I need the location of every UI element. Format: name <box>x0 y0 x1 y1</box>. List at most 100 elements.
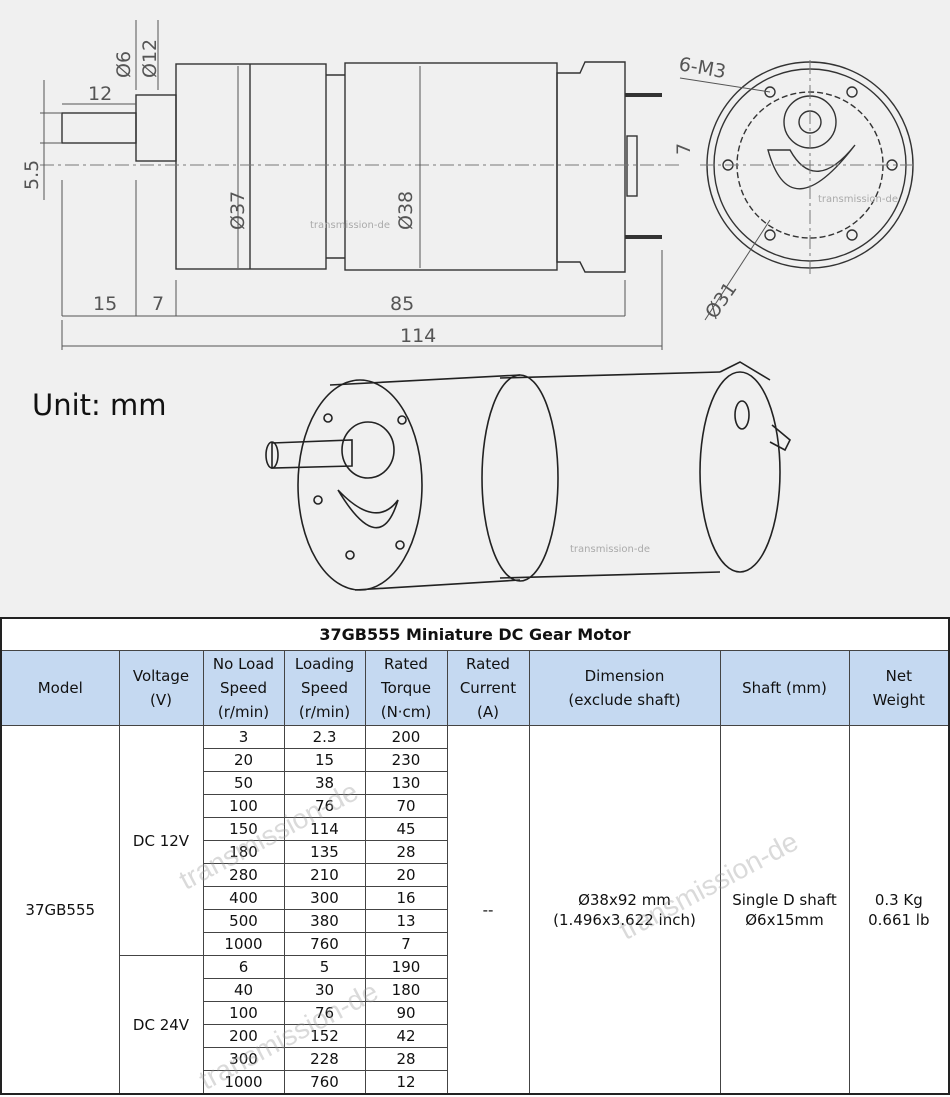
dim-5-5: 5.5 <box>21 160 43 190</box>
header-shaft: Shaft (mm) <box>719 650 850 726</box>
dim-114: 114 <box>400 325 436 347</box>
motor-drawing-svg: 12 15 7 85 114 5.5 Ø6 Ø12 Ø37 Ø38 transm… <box>21 20 915 591</box>
cell-loading-speed: 300 <box>283 886 366 910</box>
cell-loading-speed: 76 <box>283 794 366 818</box>
dim-85: 85 <box>390 293 414 315</box>
cell-no-load-speed: 20 <box>202 748 285 772</box>
cell-loading-speed: 760 <box>283 932 366 956</box>
cell-rated-torque: 130 <box>364 771 448 795</box>
cell-rated-torque: 90 <box>364 1001 448 1025</box>
cell-loading-speed: 210 <box>283 863 366 887</box>
cell-no-load-speed: 150 <box>202 817 285 841</box>
dim-15: 15 <box>93 293 117 315</box>
cell-no-load-speed: 50 <box>202 771 285 795</box>
cell-no-load-speed: 200 <box>202 1024 285 1048</box>
cell-rated-torque: 190 <box>364 955 448 979</box>
dim-12: 12 <box>88 83 112 105</box>
cell-rated-torque: 12 <box>364 1070 448 1095</box>
cell-rated-torque: 7 <box>364 932 448 956</box>
gearbox-outline <box>175 63 327 270</box>
cell-dimension: Ø38x92 mm(1.496x3.622 inch) <box>528 725 721 1095</box>
cell-loading-speed: 135 <box>283 840 366 864</box>
cell-no-load-speed: 180 <box>202 840 285 864</box>
dim-7-offset: 7 <box>673 143 695 155</box>
cell-loading-speed: 760 <box>283 1070 366 1095</box>
cell-rated-torque: 28 <box>364 1047 448 1071</box>
cell-voltage: DC 12V <box>118 725 204 956</box>
table-title: 37GB555 Miniature DC Gear Motor <box>0 617 950 651</box>
cell-no-load-speed: 40 <box>202 978 285 1002</box>
cell-rated-torque: 180 <box>364 978 448 1002</box>
dim-d6: Ø6 <box>113 51 135 78</box>
cell-rated-torque: 230 <box>364 748 448 772</box>
cell-rated-current: -- <box>446 725 530 1095</box>
cell-rated-torque: 200 <box>364 725 448 749</box>
cell-loading-speed: 114 <box>283 817 366 841</box>
cell-no-load-speed: 6 <box>202 955 285 979</box>
cell-model: 37GB555 <box>0 725 120 1095</box>
dim-d12: Ø12 <box>139 39 161 78</box>
cell-loading-speed: 228 <box>283 1047 366 1071</box>
cell-no-load-speed: 280 <box>202 863 285 887</box>
isometric-motor <box>265 361 791 591</box>
cell-rated-torque: 70 <box>364 794 448 818</box>
cell-loading-speed: 30 <box>283 978 366 1002</box>
cell-voltage: DC 24V <box>118 955 204 1095</box>
cell-loading-speed: 380 <box>283 909 366 933</box>
cell-loading-speed: 15 <box>283 748 366 772</box>
cell-loading-speed: 5 <box>283 955 366 979</box>
cell-no-load-speed: 3 <box>202 725 285 749</box>
cell-loading-speed: 38 <box>283 771 366 795</box>
dim-7: 7 <box>152 293 164 315</box>
unit-label: Unit: mm <box>32 388 167 422</box>
shaft-hub-outline <box>135 94 177 162</box>
technical-drawing: 12 15 7 85 114 5.5 Ø6 Ø12 Ø37 Ø38 transm… <box>0 0 950 618</box>
spec-table: 37GB555 Miniature DC Gear Motor Model Vo… <box>0 617 950 1095</box>
header-voltage: Voltage(V) <box>118 650 204 726</box>
header-model: Model <box>0 650 120 726</box>
cell-loading-speed: 76 <box>283 1001 366 1025</box>
cell-rated-torque: 20 <box>364 863 448 887</box>
cell-rated-torque: 13 <box>364 909 448 933</box>
cell-no-load-speed: 300 <box>202 1047 285 1071</box>
cell-loading-speed: 2.3 <box>283 725 366 749</box>
cell-rated-torque: 28 <box>364 840 448 864</box>
cell-no-load-speed: 100 <box>202 794 285 818</box>
cell-no-load-speed: 400 <box>202 886 285 910</box>
shaft-outline <box>61 112 137 144</box>
cell-no-load-speed: 1000 <box>202 932 285 956</box>
cell-no-load-speed: 1000 <box>202 1070 285 1095</box>
cell-rated-torque: 42 <box>364 1024 448 1048</box>
cell-rated-torque: 16 <box>364 886 448 910</box>
cell-no-load-speed: 500 <box>202 909 285 933</box>
watermark-drawing-3: transmission-de <box>570 544 650 555</box>
dim-d38: Ø38 <box>395 191 417 230</box>
end-cap-outline <box>556 61 626 273</box>
dim-d37: Ø37 <box>227 191 249 230</box>
cell-loading-speed: 152 <box>283 1024 366 1048</box>
cell-no-load-speed: 100 <box>202 1001 285 1025</box>
header-dimension: Dimension(exclude shaft) <box>528 650 721 726</box>
motor-body-outline <box>344 62 558 271</box>
